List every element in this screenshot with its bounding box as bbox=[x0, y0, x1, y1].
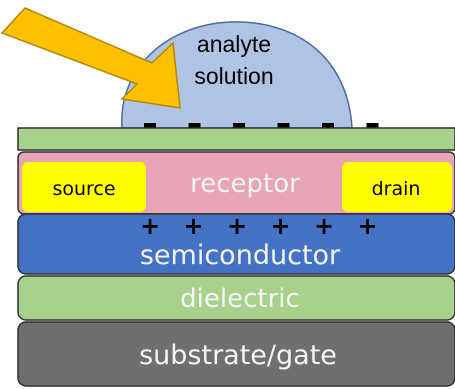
negative-charge bbox=[366, 123, 379, 129]
analyte-label-line2: solution bbox=[194, 63, 273, 89]
negative-charge bbox=[322, 123, 334, 129]
analyte-label-line1: analyte bbox=[197, 31, 271, 57]
source-label: source bbox=[52, 178, 115, 200]
negative-charge bbox=[188, 123, 201, 129]
source-contact bbox=[22, 162, 146, 212]
top-layer bbox=[17, 127, 455, 151]
dielectric-label: dielectric bbox=[180, 284, 300, 314]
semiconductor-label: semiconductor bbox=[140, 240, 341, 271]
arrow-icon bbox=[0, 7, 181, 109]
positive-charge: + bbox=[140, 212, 160, 240]
negative-charges bbox=[144, 123, 379, 129]
drain-contact bbox=[342, 162, 452, 212]
substrate-gate-layer bbox=[17, 321, 455, 387]
receptor-label: receptor bbox=[190, 169, 300, 199]
positive-charge: + bbox=[314, 212, 334, 240]
semiconductor-layer bbox=[17, 213, 455, 275]
positive-charge: + bbox=[270, 212, 290, 240]
positive-charges: + + + + + + bbox=[140, 212, 378, 240]
positive-charge: + bbox=[227, 212, 247, 240]
substrate-gate-label: substrate/gate bbox=[139, 340, 337, 371]
positive-charge: + bbox=[357, 212, 377, 240]
negative-charge bbox=[233, 123, 245, 129]
drain-label: drain bbox=[372, 178, 421, 200]
positive-charge: + bbox=[183, 212, 203, 240]
negative-charge bbox=[144, 123, 156, 129]
negative-charge bbox=[277, 123, 290, 129]
dielectric-layer bbox=[17, 275, 455, 321]
